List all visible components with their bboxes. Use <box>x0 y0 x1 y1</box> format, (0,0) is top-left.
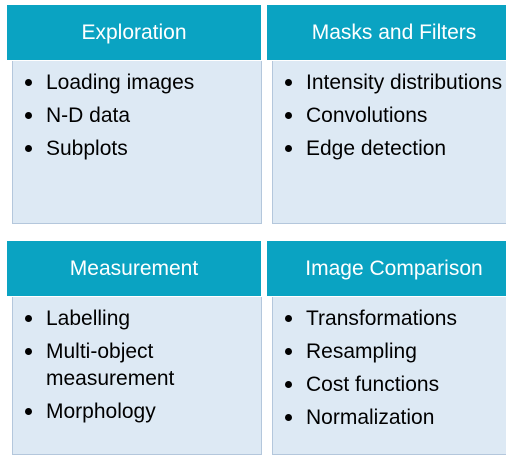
list-item: Cost functions <box>285 371 506 398</box>
list-item-text: Cost functions <box>306 373 440 396</box>
bullet-icon <box>285 414 292 421</box>
bullet-icon <box>285 315 292 322</box>
list-item-text: Edge detection <box>306 137 447 160</box>
list-item-text: Transformations <box>306 307 457 330</box>
bullet-icon <box>25 408 32 415</box>
list-item-text: Resampling <box>306 340 417 363</box>
bullet-icon <box>25 112 32 119</box>
list-item: Subplots <box>25 135 261 162</box>
bullet-icon <box>285 145 292 152</box>
bullet-icon <box>25 145 32 152</box>
bullet-icon <box>285 112 292 119</box>
list-item-text: Intensity distributions <box>306 71 503 94</box>
bullet-icon <box>25 79 32 86</box>
card-title: Image Comparison <box>305 256 483 280</box>
list-item: Labelling <box>25 305 261 332</box>
card-header: Exploration <box>6 4 262 61</box>
list-item: Convolutions <box>285 102 506 129</box>
card-measurement: Measurement Labelling Multi-object measu… <box>6 240 262 455</box>
list-item-text: Morphology <box>46 400 156 423</box>
list-item: Multi-object measurement <box>25 338 261 392</box>
card-title: Exploration <box>81 20 187 44</box>
card-body: Intensity distributions Convolutions Edg… <box>272 59 506 224</box>
card-title: Measurement <box>69 256 199 280</box>
bullet-list: Intensity distributions Convolutions Edg… <box>285 69 506 162</box>
list-item-text: N-D data <box>46 104 131 127</box>
bullet-icon <box>25 315 32 322</box>
bullet-icon <box>285 381 292 388</box>
bullet-icon <box>285 79 292 86</box>
list-item: Normalization <box>285 404 506 431</box>
list-item-text: Loading images <box>46 71 195 94</box>
bullet-icon <box>285 348 292 355</box>
card-body: Loading images N-D data Subplots <box>12 59 262 224</box>
list-item-text: Labelling <box>46 307 131 330</box>
card-header: Masks and Filters <box>266 4 506 61</box>
list-item: N-D data <box>25 102 261 129</box>
card-body: Labelling Multi-object measurement Morph… <box>12 295 262 455</box>
list-item: Intensity distributions <box>285 69 506 96</box>
list-item: Transformations <box>285 305 506 332</box>
bullet-list: Labelling Multi-object measurement Morph… <box>25 305 261 425</box>
list-item: Resampling <box>285 338 506 365</box>
list-item: Loading images <box>25 69 261 96</box>
card-body: Transformations Resampling Cost function… <box>272 295 506 455</box>
card-image-comparison: Image Comparison Transformations Resampl… <box>266 240 506 455</box>
card-header: Image Comparison <box>266 240 506 297</box>
card-title: Masks and Filters <box>311 20 477 44</box>
card-masks-and-filters: Masks and Filters Intensity distribution… <box>266 4 506 224</box>
bullet-list: Loading images N-D data Subplots <box>25 69 261 162</box>
list-item-text: Multi-object measurement <box>46 340 175 390</box>
list-item-text: Normalization <box>306 406 435 429</box>
list-item: Edge detection <box>285 135 506 162</box>
list-item: Morphology <box>25 398 261 425</box>
list-item-text: Subplots <box>46 137 128 160</box>
bullet-icon <box>25 348 32 355</box>
card-exploration: Exploration Loading images N-D data Subp… <box>6 4 262 224</box>
list-item-text: Convolutions <box>306 104 428 127</box>
bullet-list: Transformations Resampling Cost function… <box>285 305 506 431</box>
card-header: Measurement <box>6 240 262 297</box>
